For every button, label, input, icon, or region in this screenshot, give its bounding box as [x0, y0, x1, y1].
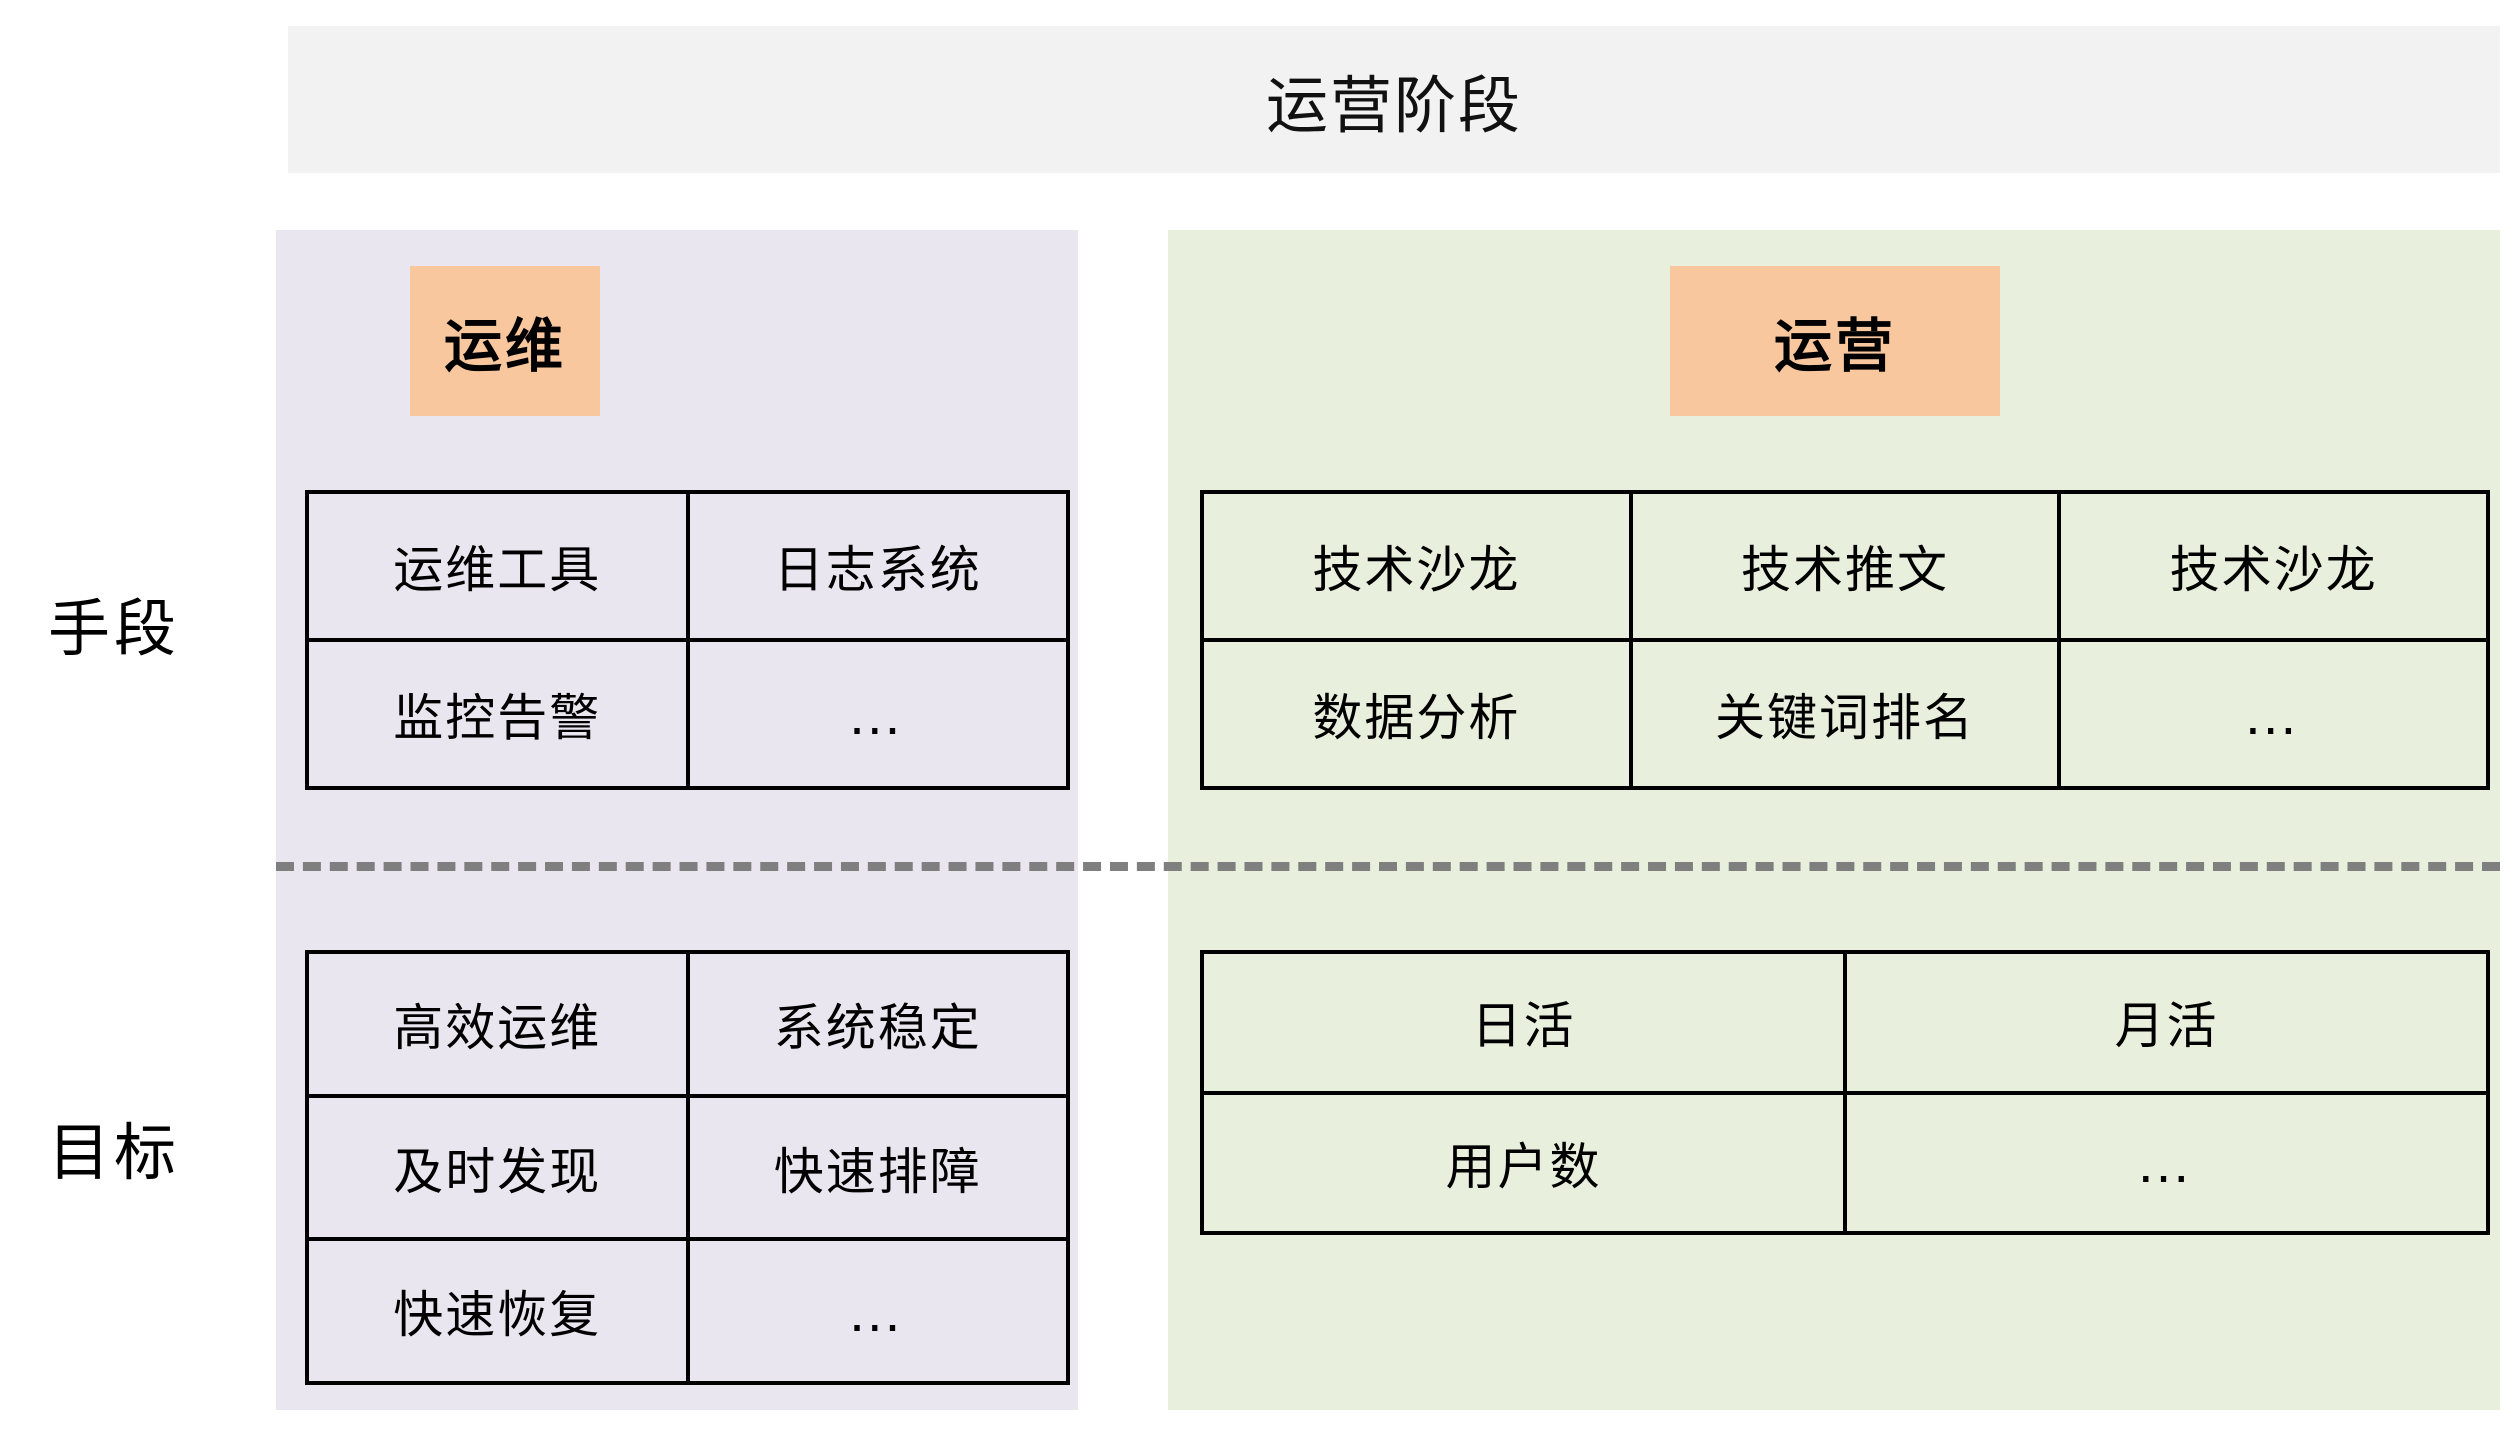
- grid-ops-means: 运维工具 日志系统监控告警 …: [305, 490, 1070, 790]
- table-cell: 技术推文: [1628, 494, 2058, 638]
- table-cell: 运维工具: [393, 542, 602, 598]
- page-title: 运营阶段: [1265, 71, 1522, 141]
- panel-ops: [276, 230, 1078, 1410]
- grid-ops-goals: 高效运维 系统稳定及时发现 快速排障快速恢复 …: [305, 950, 1070, 1385]
- table-cell: 技术沙龙: [1312, 542, 1521, 598]
- table-cell-ellipsis: …: [685, 642, 1067, 786]
- table-cell: 监控告警: [393, 690, 602, 746]
- table-row: 快速恢复 …: [309, 1237, 1067, 1382]
- table-cell: 月活: [1843, 954, 2486, 1091]
- table-cell: 关键词排名: [1628, 642, 2058, 786]
- grid-growth-goals: 日活 月活用户数 …: [1200, 950, 2490, 1235]
- row-label-goals: 目标: [48, 1119, 181, 1188]
- table-row: 技术沙龙技术推文技术沙龙: [1204, 494, 2486, 638]
- grid-growth-means: 技术沙龙技术推文技术沙龙数据分析关键词排名…: [1200, 490, 2490, 790]
- table-cell: 高效运维: [393, 999, 602, 1056]
- table-cell-ellipsis: …: [685, 1241, 1067, 1382]
- table-row: 运维工具 日志系统: [309, 494, 1066, 638]
- row-label-means: 手段: [48, 595, 181, 664]
- table-cell: 用户数: [1445, 1138, 1602, 1195]
- table-row: 用户数 …: [1204, 1090, 2486, 1231]
- table-row: 数据分析 关键词排名…: [1204, 638, 2486, 786]
- table-cell-ellipsis: …: [2057, 642, 2486, 786]
- table-row: 及时发现 快速排障: [309, 1093, 1067, 1238]
- chip-ops: 运维: [410, 266, 600, 416]
- table-cell: 技术沙龙: [2057, 494, 2486, 638]
- table-cell: 系统稳定: [685, 954, 1067, 1094]
- table-cell-ellipsis: …: [1843, 1094, 2486, 1231]
- panel-growth: [1168, 230, 2500, 1410]
- table-row: 日活 月活: [1204, 954, 2486, 1091]
- table-cell: 日志系统: [685, 494, 1067, 638]
- table-row: 监控告警 …: [309, 638, 1066, 786]
- table-cell: 快速排障: [685, 1097, 1067, 1238]
- section-divider: [276, 862, 2500, 871]
- table-cell: 数据分析: [1312, 690, 1521, 746]
- chip-growth: 运营: [1670, 266, 2000, 416]
- table-row: 高效运维 系统稳定: [309, 954, 1066, 1094]
- table-cell: 快速恢复: [393, 1287, 602, 1344]
- table-cell: 日活: [1471, 998, 1576, 1055]
- phase-header-bar: 运营阶段: [288, 26, 2500, 173]
- table-cell: 及时发现: [393, 1143, 602, 1200]
